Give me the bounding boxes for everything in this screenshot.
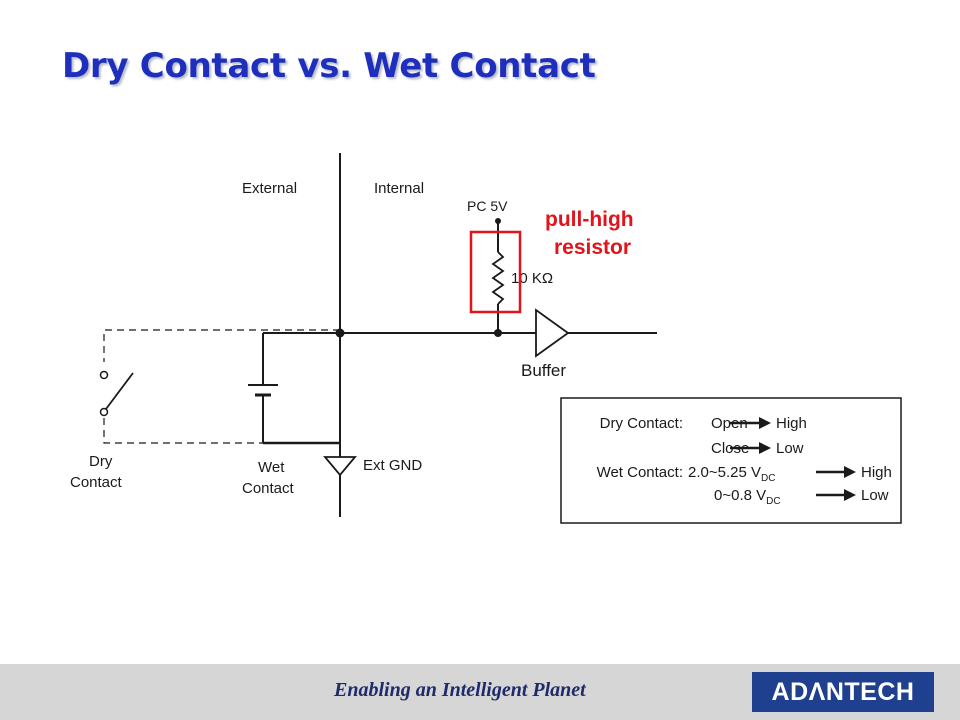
truth-table-result: High: [776, 415, 807, 432]
junction-dot-boundary: [335, 328, 345, 338]
truth-table-box: [560, 397, 902, 524]
truth-table-row-label: Wet Contact:: [597, 464, 683, 481]
truth-table-arrowhead: [844, 466, 856, 478]
ground-symbol: [323, 456, 357, 477]
callout-resistor: resistor: [554, 236, 631, 259]
switch-blade: [105, 372, 134, 410]
switch-terminal-bottom: [99, 407, 109, 417]
label-internal: Internal: [374, 180, 424, 197]
truth-table-arrowhead: [759, 442, 771, 454]
dry-contact-dashed-top: [103, 329, 340, 362]
pull-high-highlight-box: [469, 230, 522, 314]
slide-title: Dry Contact vs. Wet Contact: [62, 46, 596, 86]
truth-table-condition: Open: [711, 415, 748, 432]
truth-table-condition: 2.0~5.25 VDC: [688, 464, 775, 484]
truth-table-result: Low: [776, 440, 804, 457]
label-dry-line2: Contact: [70, 474, 123, 491]
company-logo: ADΛNTECH: [752, 672, 934, 712]
label-buffer: Buffer: [521, 361, 566, 380]
label-wet-line1: Wet: [258, 459, 285, 476]
circuit-diagram: External Internal Buffer PC 5V 10 KΩ pul…: [70, 153, 902, 524]
truth-table-arrowhead: [844, 489, 856, 501]
label-ground: Ext GND: [363, 457, 422, 474]
label-resistor-value: 10 KΩ: [511, 270, 553, 287]
label-external: External: [242, 180, 297, 197]
label-wet-line2: Contact: [242, 480, 295, 497]
callout-pull-high: pull-high: [545, 208, 634, 231]
truth-table-arrowhead: [759, 417, 771, 429]
truth-table-condition: 0~0.8 VDC: [714, 487, 781, 507]
truth-table-result: Low: [861, 487, 889, 504]
buffer-symbol: [535, 308, 570, 358]
dry-contact-dashed-bottom: [103, 418, 263, 444]
footer-bar: Enabling an Intelligent Planet ADΛNTECH: [0, 664, 960, 720]
resistor-symbol: [491, 251, 505, 305]
switch-terminal-top: [99, 370, 109, 380]
truth-table-row-label: Dry Contact:: [600, 415, 683, 432]
label-supply: PC 5V: [467, 198, 508, 214]
footer-tagline: Enabling an Intelligent Planet: [334, 679, 586, 701]
truth-table-result: High: [861, 464, 892, 481]
label-dry-line1: Dry: [89, 453, 113, 470]
